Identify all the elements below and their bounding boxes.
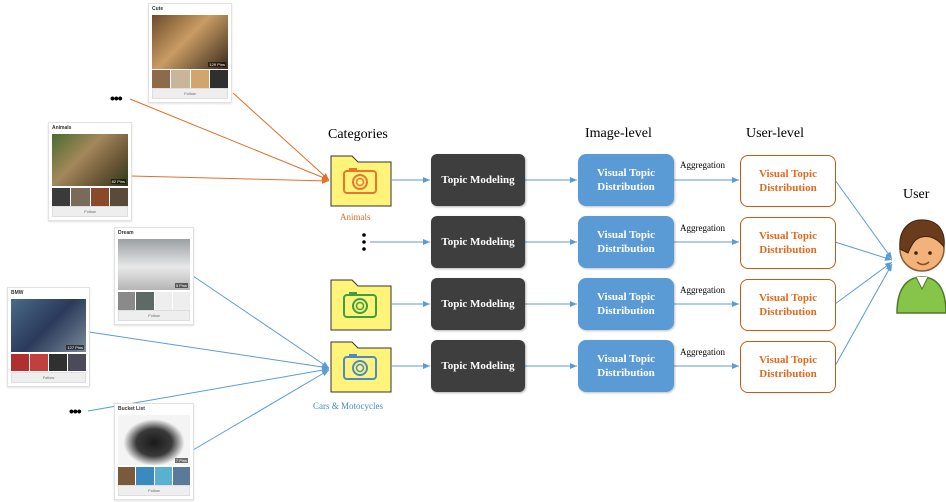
more-boards-ellipsis: ••• [69, 403, 82, 419]
header-user-level: User-level [746, 126, 805, 141]
aggregation-label: Aggregation [680, 285, 725, 295]
box-line: Visual Topic [759, 292, 817, 304]
category-label-cars: Cars & Motocycles [313, 401, 383, 411]
header-categories: Categories [328, 127, 388, 142]
box-line: Distribution [597, 367, 655, 379]
board-thumbnails [152, 70, 228, 88]
box-line: Visual Topic [597, 353, 655, 365]
board-cover-image: 129 Pins [152, 15, 228, 69]
box-line: Distribution [759, 368, 817, 380]
header-user: User [903, 187, 930, 202]
arrow-dream-to-cars [192, 275, 330, 369]
header-image-level: Image-level [585, 126, 652, 141]
board-cover-image: 82 Pins [52, 134, 128, 186]
box-line: Distribution [759, 182, 817, 194]
board-cover-image: 7 Pins [118, 415, 190, 465]
folder-icon-generic [330, 279, 392, 331]
follow-button[interactable]: Follow [118, 310, 190, 321]
box-line: Distribution [759, 244, 817, 256]
board-title: BMW [11, 290, 24, 296]
box-line: Visual Topic [597, 291, 655, 303]
aggregation-label: Aggregation [680, 223, 725, 233]
box-line: Visual Topic [597, 167, 655, 179]
follow-button[interactable]: Follow [11, 372, 86, 383]
category-label-animals: Animals [340, 212, 371, 222]
arrow-bucket-to-cars [192, 369, 330, 451]
aggregation-label: Aggregation [680, 160, 725, 170]
board-thumbnails [11, 354, 86, 371]
board-title: Animals [52, 125, 72, 131]
pins-count: 129 Pins [208, 62, 226, 67]
board-title: Dream [118, 230, 134, 236]
box-line: Visual Topic [759, 168, 817, 180]
board-card-animals[interactable]: Animals 82 Pins Follow [48, 122, 132, 221]
aggregation-label: Aggregation [680, 347, 725, 357]
folder-icon-cars [330, 341, 392, 393]
board-card-bucket-list[interactable]: Bucket List 7 Pins Follow [114, 403, 194, 500]
board-thumbnails [118, 292, 190, 310]
board-title: Bucket List [118, 406, 145, 412]
topic-modeling-box: Topic Modeling [431, 340, 525, 392]
more-categories-ellipsis [362, 233, 366, 251]
topic-modeling-box: Topic Modeling [431, 278, 525, 330]
board-cover-image: 5 Pins [118, 239, 190, 290]
box-line: Distribution [759, 306, 817, 318]
board-thumbnails [118, 467, 190, 485]
box-line: Visual Topic [759, 354, 817, 366]
pins-count: 5 Pins [174, 283, 188, 288]
box-line: Visual Topic [759, 230, 817, 242]
board-card-cute[interactable]: Cute 129 Pins Follow [148, 3, 232, 103]
arrow-bmw-to-cars [88, 331, 330, 370]
pins-count: 127 Pins [66, 345, 84, 350]
user-avatar-icon [896, 219, 946, 314]
box-line: Visual Topic [597, 229, 655, 241]
topic-modeling-box: Topic Modeling [431, 154, 525, 206]
follow-button[interactable]: Follow [152, 88, 228, 99]
arrow-cute-to-animals [232, 92, 330, 181]
board-cover-image: 127 Pins [11, 299, 86, 352]
board-card-dream[interactable]: Dream 5 Pins Follow [114, 227, 194, 325]
pins-count: 7 Pins [174, 458, 188, 463]
folder-icon-animals [330, 155, 392, 207]
more-boards-ellipsis: ••• [110, 90, 123, 106]
board-thumbnails [52, 188, 128, 206]
topic-modeling-box: Topic Modeling [431, 216, 525, 268]
board-card-bmw[interactable]: BMW 127 Pins Follow [7, 287, 90, 387]
pins-count: 82 Pins [110, 179, 126, 184]
follow-button[interactable]: Follow [118, 485, 190, 496]
board-title: Cute [152, 6, 164, 12]
arrow-animals-to-folder [130, 175, 330, 184]
box-line: Distribution [597, 243, 655, 255]
box-line: Distribution [597, 305, 655, 317]
follow-button[interactable]: Follow [52, 206, 128, 217]
box-line: Distribution [597, 181, 655, 193]
arrow-dots-to-animals [129, 98, 330, 181]
